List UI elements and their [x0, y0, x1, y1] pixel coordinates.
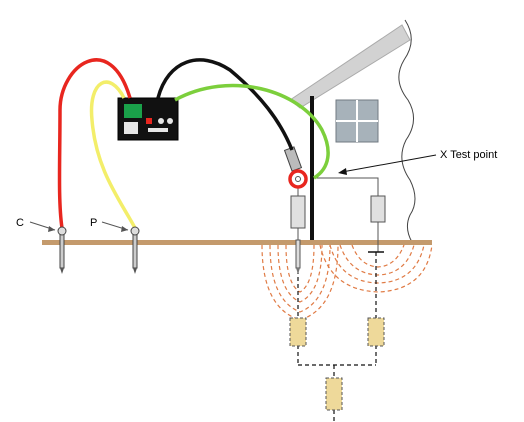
underground-resistor-bottom — [325, 377, 343, 411]
red-lead — [57, 58, 132, 229]
house-wiring — [297, 177, 384, 253]
label-p: P — [90, 217, 97, 229]
underground-resistor-left — [289, 317, 307, 347]
electrode-resistor — [290, 195, 306, 229]
black-lead — [156, 58, 294, 151]
house-earth-electrode — [295, 239, 301, 274]
earth-tester-meter — [117, 97, 179, 141]
spike-p — [130, 226, 140, 274]
arrowhead-p — [121, 226, 128, 232]
test-point-clamp — [283, 146, 308, 189]
spike-c — [57, 226, 67, 274]
current-distribution-lines — [261, 244, 433, 321]
house-wall-outline — [398, 19, 416, 243]
underground-connections — [297, 252, 377, 422]
underground-resistor-right — [367, 317, 385, 347]
ground-surface — [42, 240, 432, 245]
house-pole — [310, 96, 314, 244]
arrowhead-test-point — [338, 168, 347, 175]
house-window — [335, 99, 379, 143]
arrow-test-point — [341, 154, 437, 173]
yellow-lead — [89, 80, 137, 229]
green-lead — [174, 83, 330, 180]
house-resistor — [370, 195, 386, 223]
label-c: C — [16, 217, 24, 229]
label-test-point: X Test point — [440, 149, 497, 161]
house-roof — [289, 24, 411, 109]
arrowhead-c — [48, 226, 55, 232]
